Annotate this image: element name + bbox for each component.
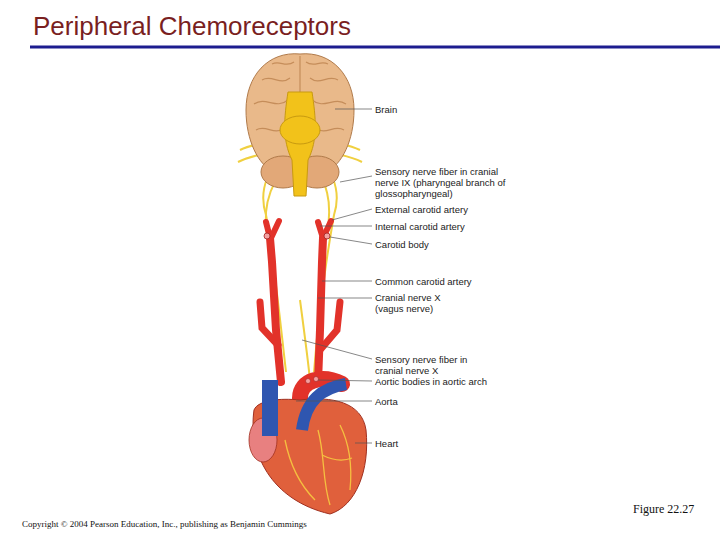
pulmonary-trunk (302, 384, 346, 430)
carotid-body (324, 233, 330, 239)
leader-lines (296, 109, 372, 443)
leader-line (302, 340, 372, 359)
leader-line (340, 176, 372, 182)
slide-title: Peripheral Chemoreceptors (33, 11, 351, 41)
coronary-vessel (318, 430, 330, 505)
leader-line (296, 401, 372, 402)
structure-label: Heart (375, 438, 525, 449)
coronary-vessel (285, 440, 315, 500)
nerve-label: Cranial nerve X (vagus nerve) (375, 292, 460, 314)
aortic-body (314, 377, 319, 382)
artery-label: Internal carotid artery (375, 221, 525, 232)
leader-line (318, 380, 372, 381)
coronary-vessel (322, 455, 352, 460)
leader-line (355, 443, 372, 444)
gyrus (310, 78, 338, 81)
sensory-nerve-fiber (300, 300, 310, 380)
subclavian-artery (320, 302, 340, 350)
gyrus (306, 62, 328, 64)
gyrus (254, 100, 288, 104)
superior-vena-cava (262, 380, 278, 436)
internal-carotid-artery (271, 221, 279, 238)
coronary-vessel (340, 425, 351, 490)
carotid-body (264, 233, 270, 239)
external-carotid-artery (323, 221, 331, 238)
structure-label: Brain (375, 104, 525, 115)
gyrus (272, 62, 294, 64)
title-rule (30, 46, 720, 49)
leader-line (320, 226, 372, 227)
leader-line (330, 237, 372, 244)
copyright-note: Copyright © 2004 Pearson Education, Inc.… (22, 519, 307, 530)
leader-line (335, 109, 372, 110)
common-carotid-artery (318, 238, 323, 382)
leader-line (318, 298, 372, 299)
figure-caption: Figure 22.27 (633, 502, 694, 516)
structure-label: Aortic bodies in aortic arch (375, 376, 535, 387)
pons (280, 116, 320, 144)
common-carotid-artery (270, 238, 281, 382)
artery-label: External carotid artery (375, 204, 525, 215)
nerve-label: Sensory nerve fiber in cranial nerve X (375, 354, 485, 376)
coronary-vessels (285, 425, 352, 505)
structure-label: Carotid body (375, 239, 525, 250)
gyrus (262, 78, 290, 81)
artery-label: Common carotid artery (375, 276, 525, 287)
leader-line (332, 209, 372, 220)
aortic-body (306, 379, 311, 384)
gyrus (312, 100, 346, 104)
artery-label: Aorta (375, 396, 525, 407)
leader-line (322, 281, 372, 282)
nerve-label: Sensory nerve fiber in cranial nerve IX … (375, 166, 515, 199)
subclavian-artery (260, 302, 278, 345)
